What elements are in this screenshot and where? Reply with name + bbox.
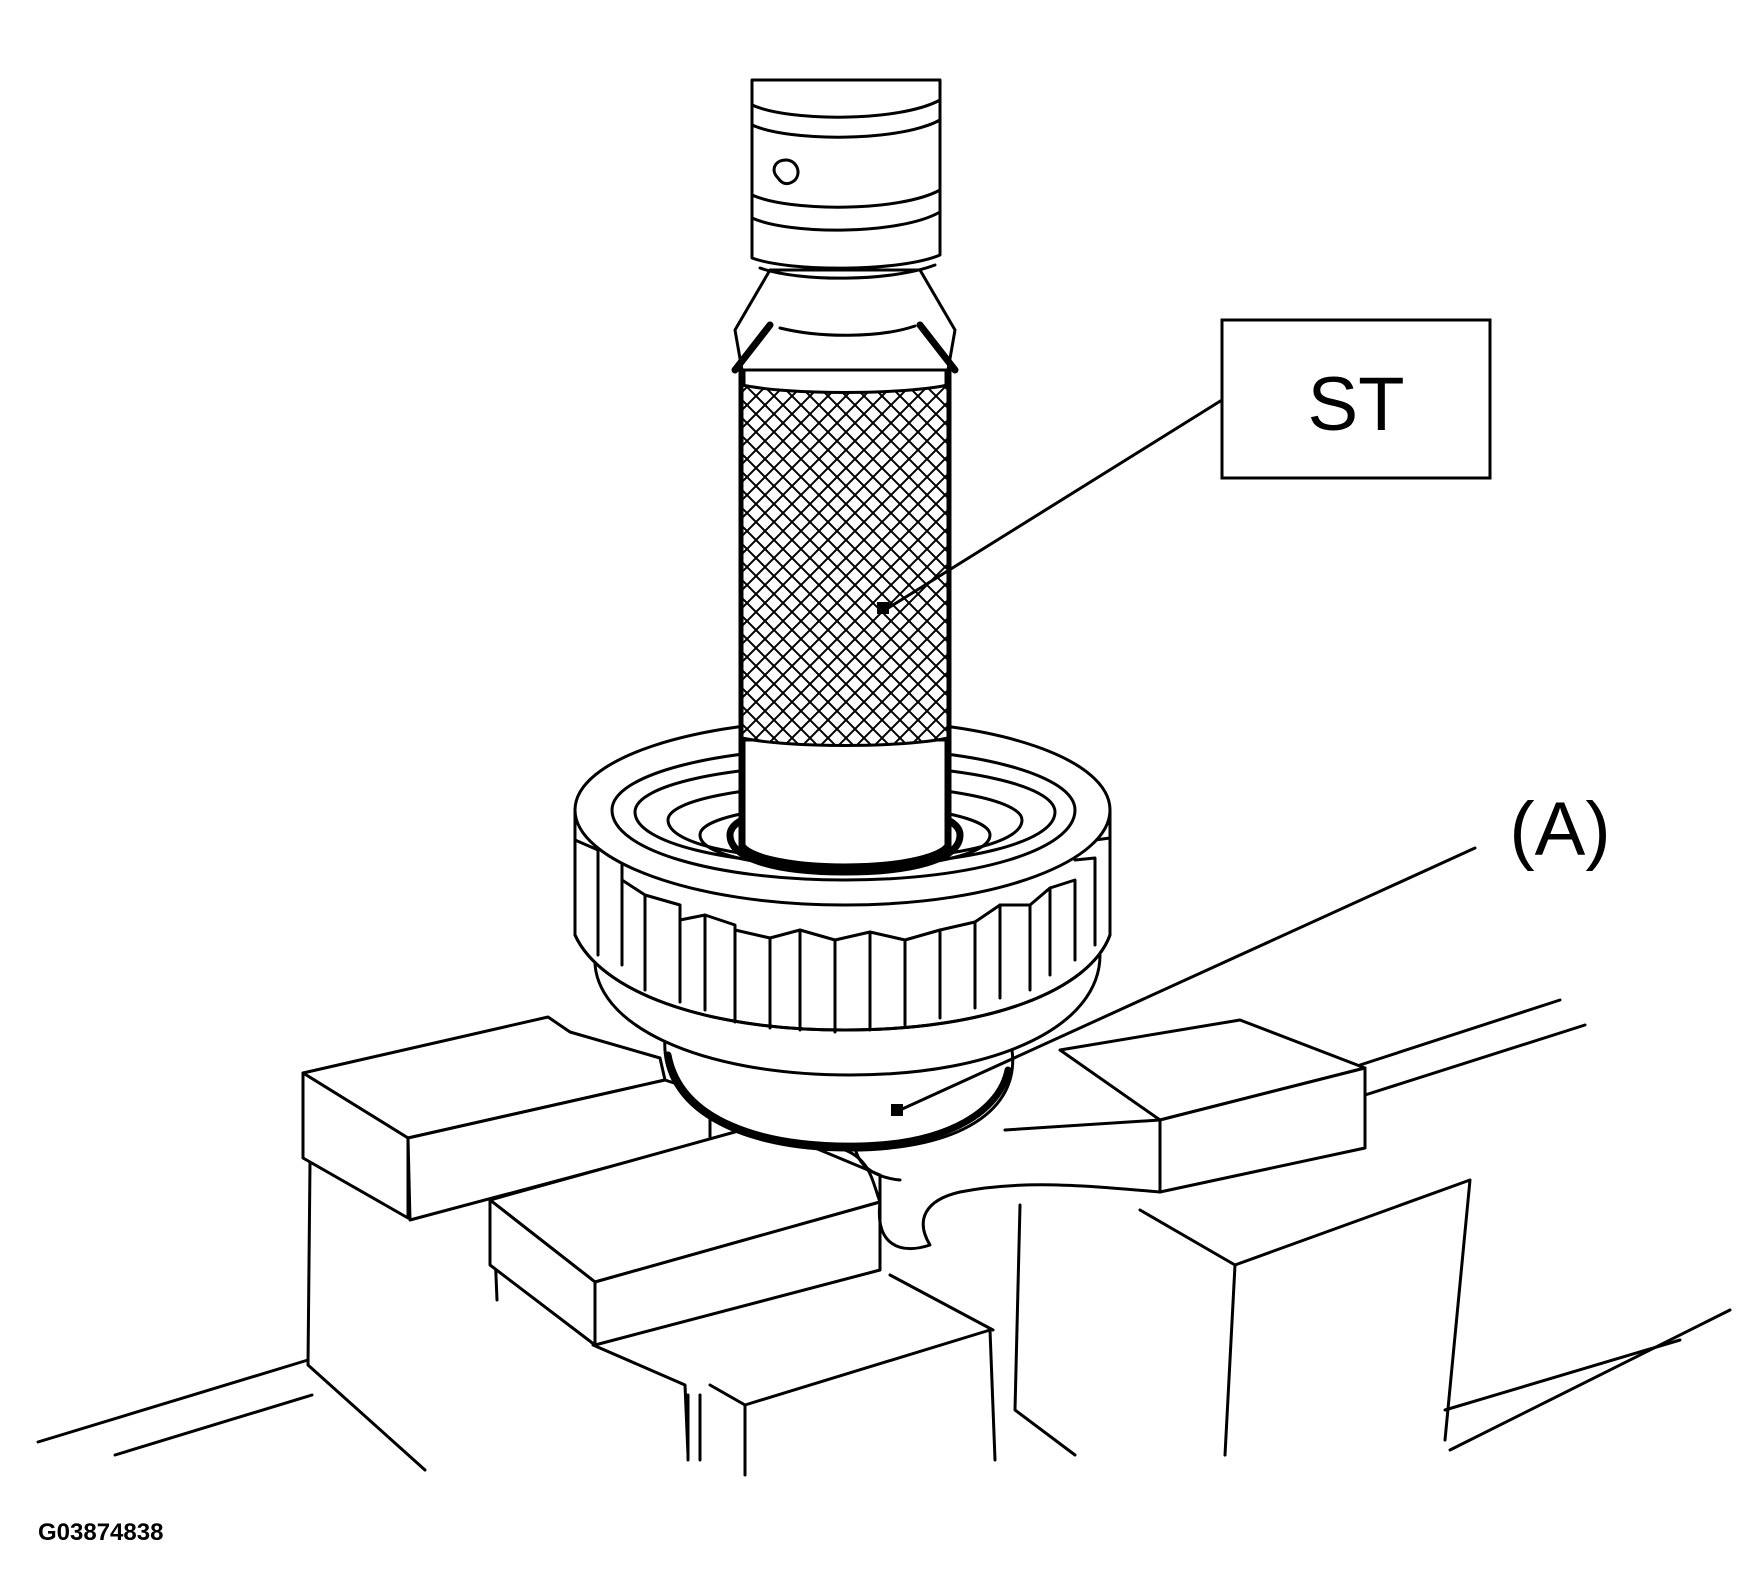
special-tool-handle-band-1 xyxy=(750,98,942,119)
vise-body-right-edge xyxy=(1223,1263,1237,1457)
vise-clamp-slot xyxy=(877,1183,1162,1250)
vise-jaw-mid-side xyxy=(593,1200,882,1347)
special-tool-handle-band-2 xyxy=(750,118,942,139)
bench-rail-far-right-inner xyxy=(1363,1023,1587,1097)
bench-rail-right-inner xyxy=(1443,1338,1682,1412)
vise-jaw-split xyxy=(843,1148,882,1204)
special-tool-knurled-grip xyxy=(740,383,950,747)
vise-jaw-left-front xyxy=(301,1071,410,1220)
bench-rail-right xyxy=(1448,1308,1732,1452)
callout-st: ST xyxy=(877,318,1492,614)
special-tool xyxy=(726,78,964,876)
special-tool-handle xyxy=(750,78,942,270)
vise-body-right xyxy=(1013,1203,1077,1457)
vise-body-left xyxy=(306,1161,427,1472)
callout-a-leader-dot xyxy=(891,1104,903,1116)
vise-jaw-right-front xyxy=(1158,1066,1367,1194)
gear-top-ring-1 xyxy=(610,746,1077,882)
vise-body-center-left xyxy=(591,1343,690,1457)
bench-rail-left xyxy=(36,1358,310,1444)
vise-body-center xyxy=(743,1328,997,1462)
part-a-collar-seam xyxy=(853,1146,902,1182)
callout-a: (A) xyxy=(891,787,1611,1116)
vise-body-center-left-b xyxy=(708,1383,747,1477)
vise xyxy=(36,998,1732,1477)
vise-body-center-lines xyxy=(686,1393,702,1462)
special-tool-handle-band-4 xyxy=(750,210,942,232)
callout-st-leader-dot xyxy=(877,602,889,614)
special-tool-taper-lines xyxy=(731,321,959,374)
special-tool-handle-band-3 xyxy=(750,188,942,209)
special-tool-handle-hole xyxy=(772,158,800,186)
special-tool-taper xyxy=(733,268,957,372)
part-a-collar-ring xyxy=(664,1051,1012,1150)
bench-rail-far-right xyxy=(1358,998,1562,1067)
special-tool-taper-ring xyxy=(758,263,937,337)
callout-st-label: ST xyxy=(1307,362,1404,447)
special-tool-lower xyxy=(740,738,950,867)
callout-a-label: (A) xyxy=(1509,787,1610,872)
vise-body-right-face xyxy=(1138,1178,1472,1442)
callout-st-leader xyxy=(883,398,1224,612)
figure-id: G03874838 xyxy=(38,1519,163,1546)
callout-a-leader xyxy=(898,846,1477,1112)
callout-st-box xyxy=(1220,318,1492,480)
special-tool-bottom-edge xyxy=(738,841,952,872)
vise-clamp-slot-top xyxy=(1003,1118,1162,1132)
vise-body-step xyxy=(888,1273,995,1332)
bench-rail-left-inner xyxy=(113,1393,314,1457)
gear-assembly xyxy=(573,718,1112,1182)
